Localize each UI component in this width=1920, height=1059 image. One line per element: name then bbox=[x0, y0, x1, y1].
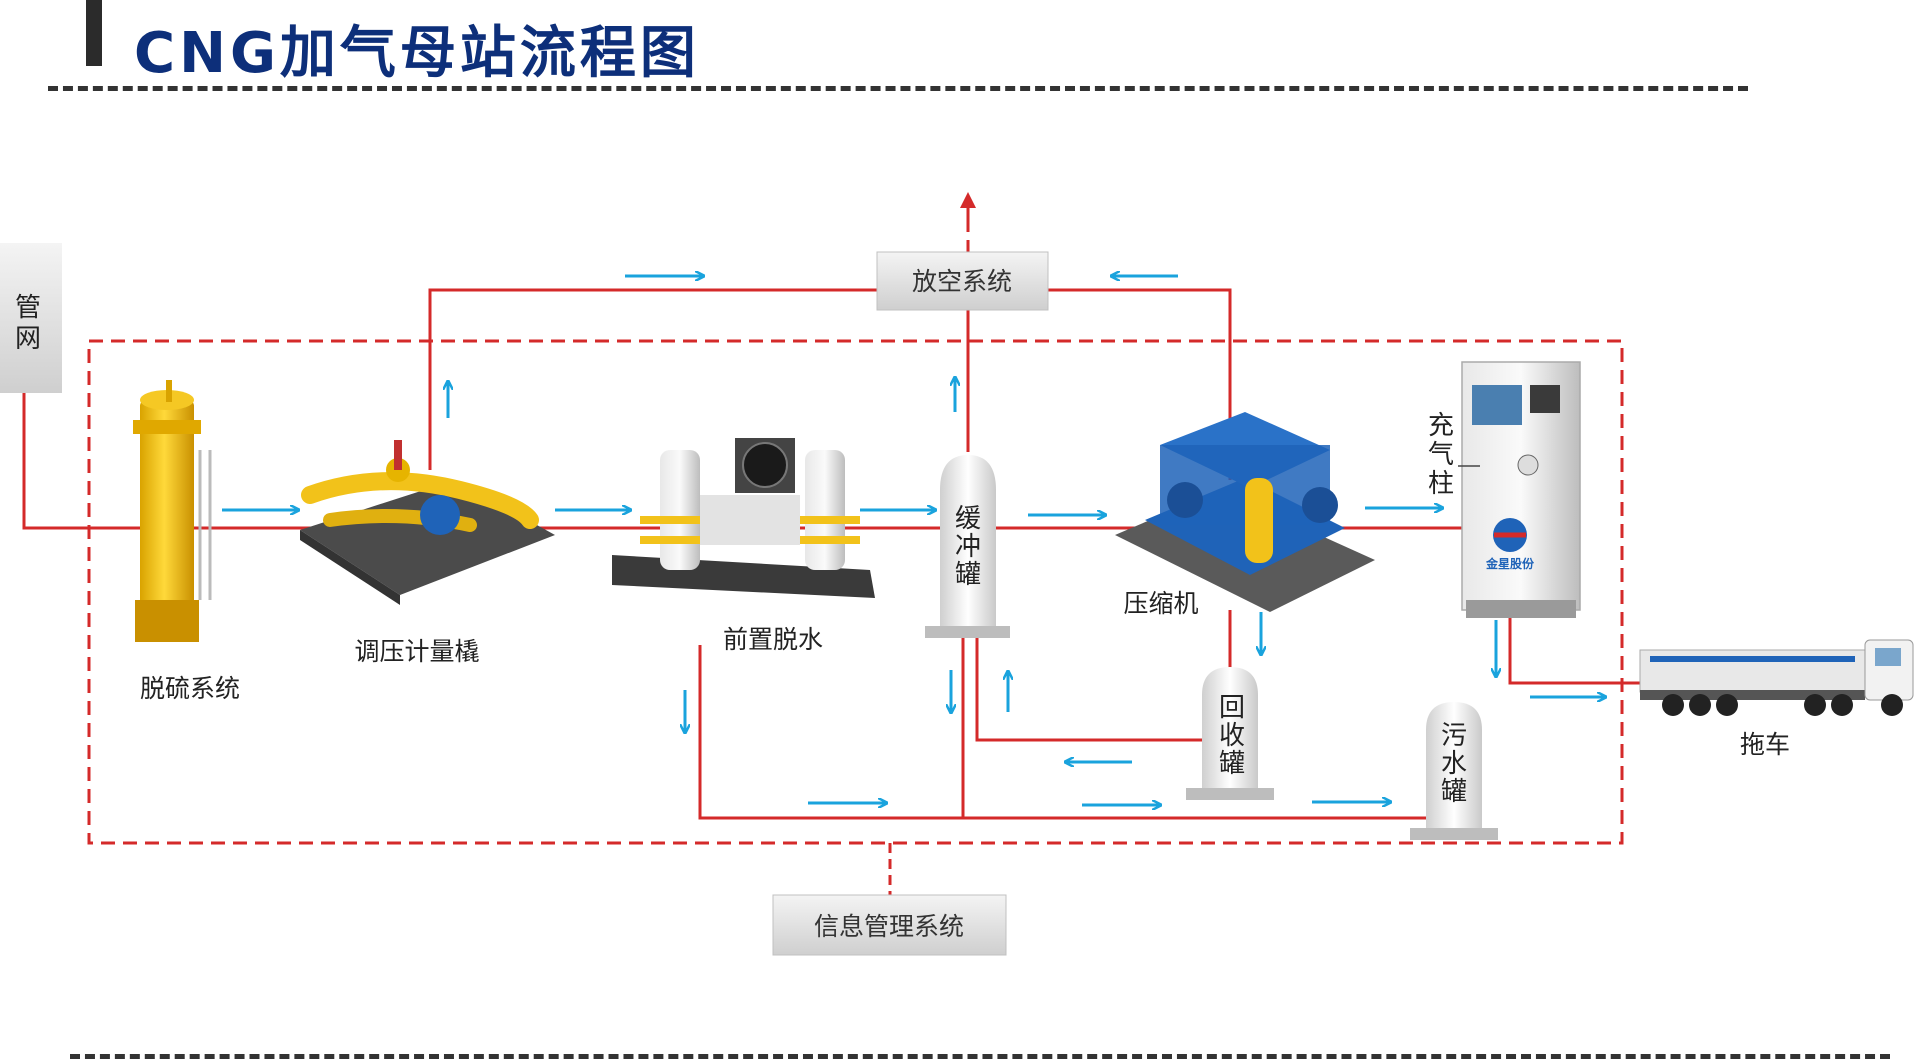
compressor-label: 压缩机 bbox=[1123, 589, 1198, 618]
trailer-truck-icon bbox=[1639, 639, 1914, 716]
wastewater-tank-char-2: 水 bbox=[1441, 749, 1467, 779]
pipe-network-node: 管 网 bbox=[0, 243, 62, 393]
recovery-tank-node: 回 收 罐 bbox=[1186, 667, 1274, 800]
pipe-network-char-2: 网 bbox=[15, 324, 41, 354]
title-accent-bar bbox=[86, 0, 102, 66]
buffer-tank-node: 缓 冲 罐 bbox=[925, 455, 1010, 638]
buffer-tank-char-3: 罐 bbox=[955, 560, 981, 590]
top-divider bbox=[48, 86, 1748, 91]
buffer-tank-char-1: 缓 bbox=[955, 504, 981, 534]
trailer-label: 拖车 bbox=[1740, 730, 1790, 759]
pre-dehydration-label: 前置脱水 bbox=[723, 625, 823, 654]
info-system-node: 信息管理系统 bbox=[772, 894, 1007, 956]
metering-skid-icon bbox=[300, 440, 555, 605]
dispenser-char-3: 柱 bbox=[1428, 469, 1454, 499]
info-system-label: 信息管理系统 bbox=[814, 912, 964, 941]
desulfurization-tower-icon bbox=[133, 380, 212, 642]
pipe-network-char-1: 管 bbox=[15, 293, 41, 323]
buffer-tank-char-2: 冲 bbox=[955, 532, 981, 562]
station-boundary bbox=[87, 339, 1624, 845]
dispenser-node: 金星股份 充 气 柱 bbox=[1428, 361, 1581, 618]
metering-skid-label: 调压计量橇 bbox=[354, 637, 479, 666]
compressor-icon bbox=[1115, 412, 1375, 612]
dispenser-char-2: 气 bbox=[1428, 440, 1454, 470]
dispenser-brand-mark: 金星股份 bbox=[1485, 556, 1535, 571]
wastewater-tank-char-1: 污 bbox=[1441, 721, 1467, 751]
recovery-tank-char-1: 回 bbox=[1219, 693, 1245, 723]
dispenser-char-1: 充 bbox=[1428, 411, 1454, 441]
flow-arrows bbox=[222, 276, 1605, 805]
vent-system-node: 放空系统 bbox=[876, 251, 1049, 311]
recovery-tank-char-3: 罐 bbox=[1219, 749, 1245, 779]
vent-system-label: 放空系统 bbox=[912, 267, 1012, 296]
wastewater-tank-node: 污 水 罐 bbox=[1410, 702, 1498, 840]
desulfurization-label: 脱硫系统 bbox=[140, 674, 240, 703]
pre-dehydration-icon bbox=[612, 438, 875, 598]
wastewater-tank-char-3: 罐 bbox=[1441, 777, 1467, 807]
page-title: CNG加气母站流程图 bbox=[134, 21, 700, 86]
recovery-tank-char-2: 收 bbox=[1219, 721, 1245, 751]
bottom-divider bbox=[70, 1054, 1890, 1059]
